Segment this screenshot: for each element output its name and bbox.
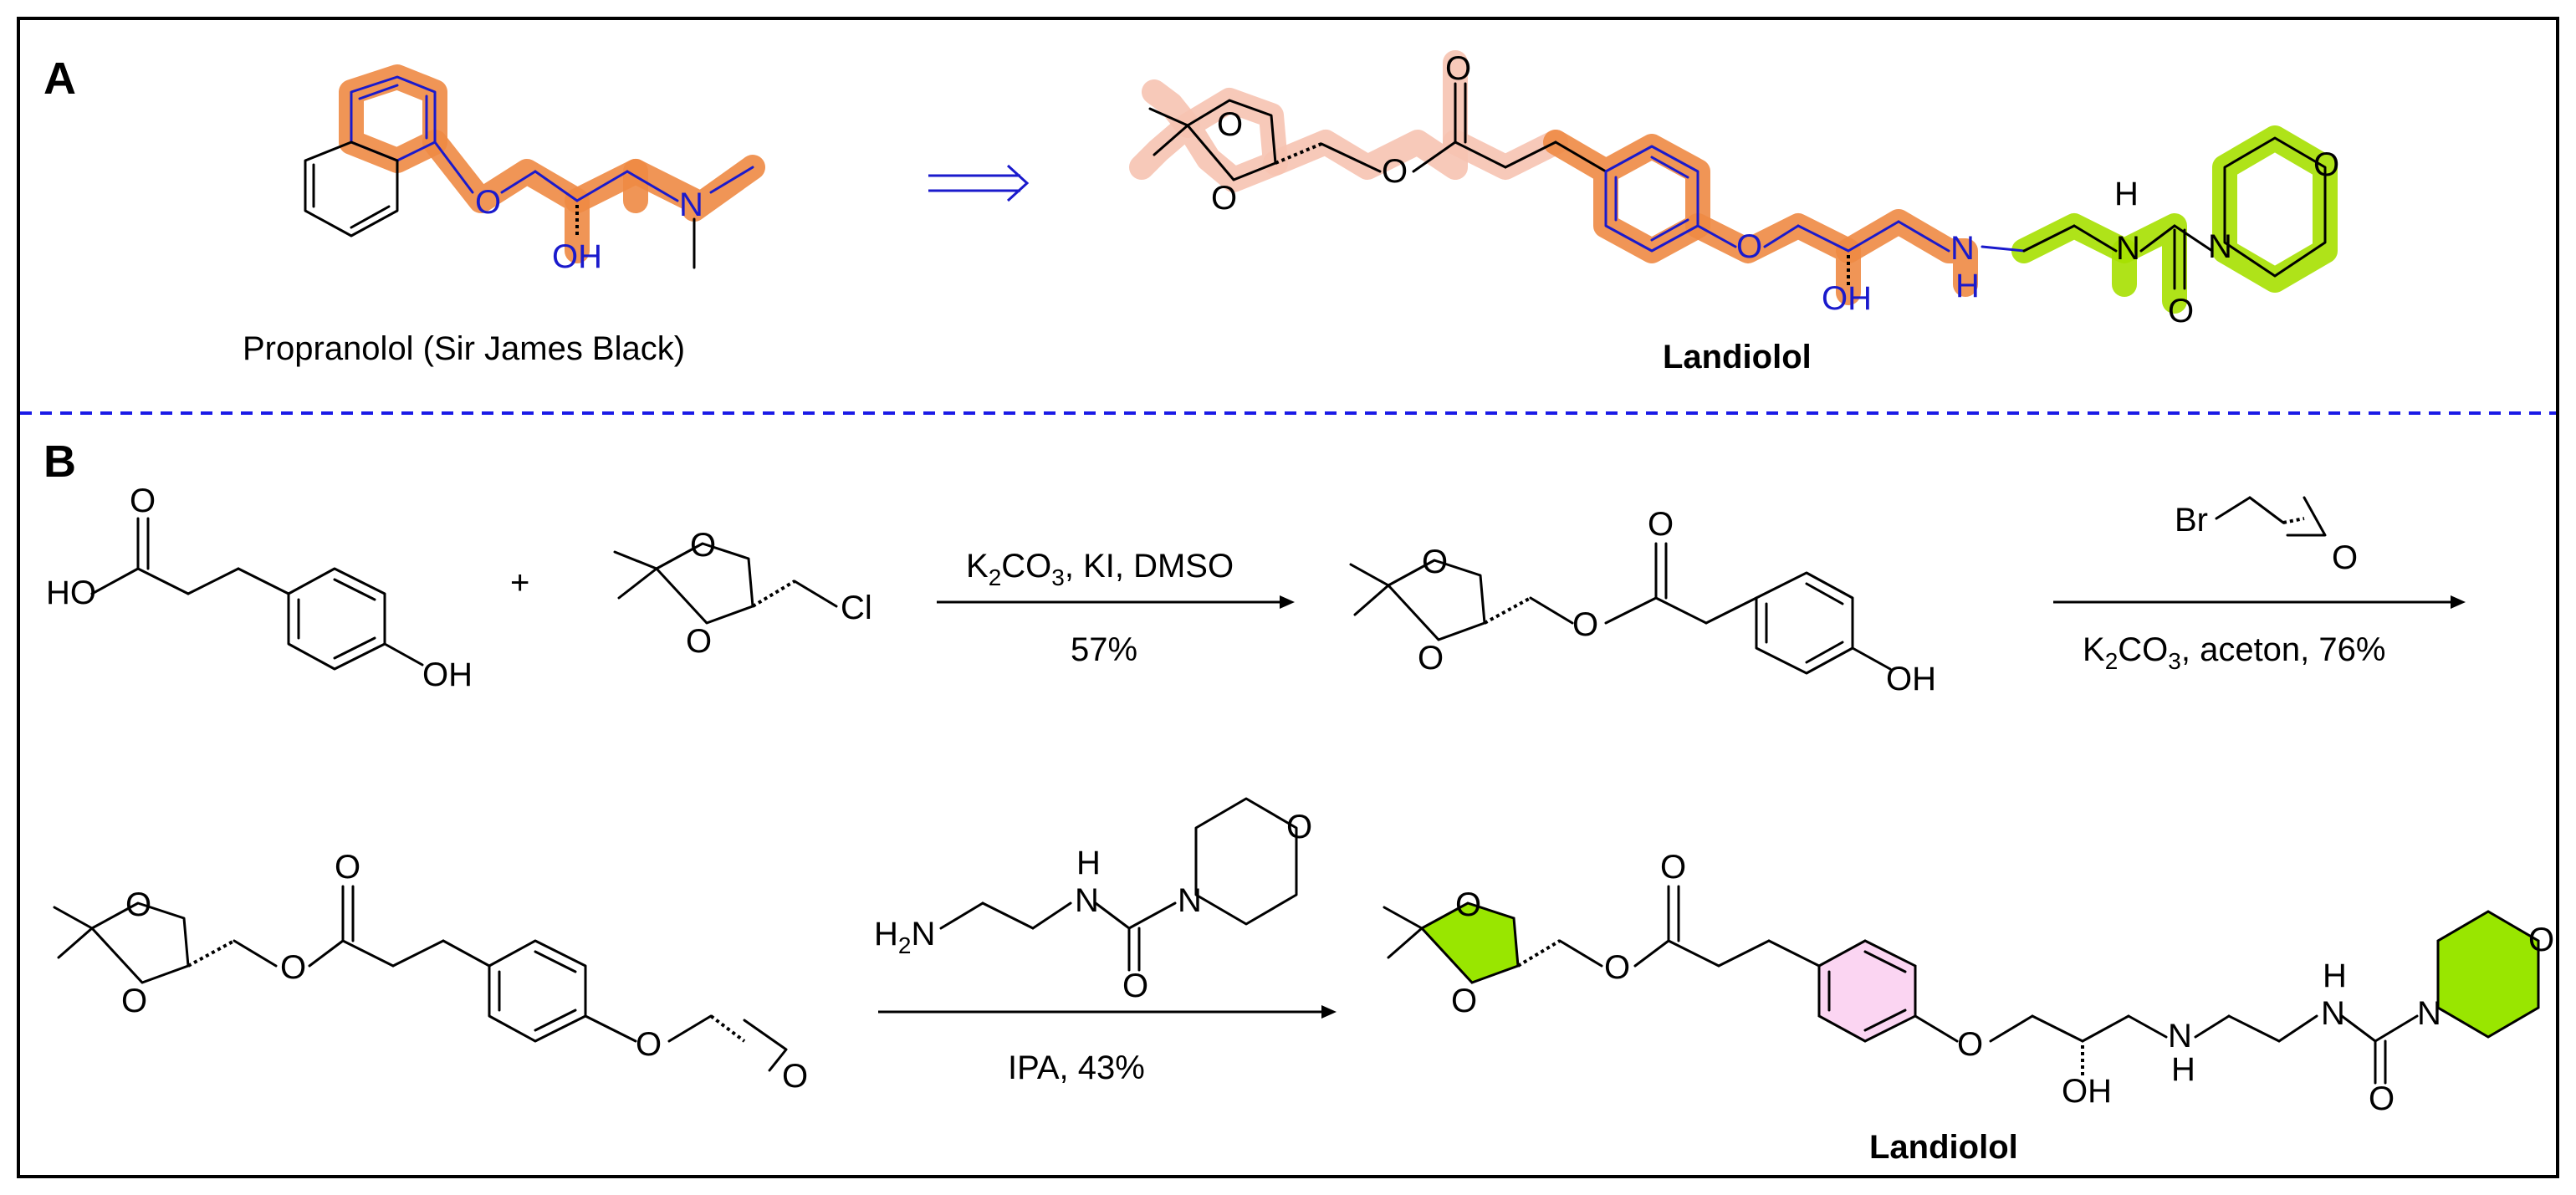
svg-text:OH: OH [422,656,473,693]
ester-intermediate-structure: O O O O OH [1349,506,1936,697]
svg-text:H: H [2114,176,2139,212]
landiolol-caption-b: Landiolol [1869,1129,2018,1166]
svg-text:H: H [2323,958,2347,994]
svg-text:OH: OH [552,238,602,275]
svg-text:O: O [475,184,501,221]
svg-text:O: O [1736,228,1762,265]
svg-text:O: O [1286,809,1312,845]
svg-text:H: H [1076,845,1101,881]
panel-a-label: A [43,54,76,104]
svg-text:N: N [679,186,703,223]
svg-text:H: H [2171,1051,2195,1088]
svg-text:N: N [2417,995,2441,1032]
svg-text:O: O [1572,606,1598,643]
epibromohydrin-structure: Br O [2175,496,2358,576]
svg-text:OH: OH [1822,280,1872,317]
svg-text:N: N [2116,230,2140,267]
step1-yield: 57% [1071,631,1137,668]
landiolol-highlighted-structure: O O O O O OH N H N H O N O [1129,50,2339,329]
svg-text:O: O [1455,886,1481,923]
propranolol-caption: Propranolol (Sir James Black) [243,330,685,367]
svg-text:O: O [1122,968,1148,1004]
svg-text:N: N [2208,228,2232,265]
svg-text:O: O [2332,539,2358,576]
svg-text:Br: Br [2175,502,2208,539]
svg-text:O: O [2168,293,2194,329]
svg-text:O: O [690,527,716,564]
chloromethyl-dioxolane-structure: O O Cl [613,527,872,660]
svg-text:O: O [1604,949,1630,986]
svg-text:O: O [1217,106,1243,143]
svg-text:O: O [1382,153,1408,190]
svg-text:O: O [121,983,147,1019]
svg-text:O: O [636,1026,662,1063]
svg-text:N: N [1075,882,1099,919]
svg-text:O: O [1451,983,1477,1019]
svg-text:Cl: Cl [841,590,872,626]
svg-text:O: O [2313,146,2339,183]
svg-text:H2N: H2N [874,916,935,958]
svg-text:H: H [1955,268,1980,304]
landiolol-final-structure: O O O O O OH N H N H O N O [1383,849,2554,1117]
reaction-arrow-2: Br O K2CO3, aceton, 76% [2053,496,2466,674]
svg-text:OH: OH [1886,661,1936,697]
svg-text:N: N [2321,995,2345,1032]
retro-arrow [928,164,1030,202]
svg-text:O: O [782,1058,808,1095]
phloretic-acid-structure: HO O OH [46,483,473,693]
svg-text:O: O [1422,544,1448,580]
svg-text:N: N [1950,230,1975,267]
figure-frame [17,17,2559,1178]
reaction-arrow-3: H2N N H O N O IPA, 43% [874,797,1337,1086]
landiolol-caption-a: Landiolol [1663,339,1812,375]
svg-text:O: O [130,483,156,519]
reaction-arrow-1: K2CO3, KI, DMSO 57% [937,548,1295,668]
step3-conditions: IPA, 43% [1008,1049,1145,1086]
svg-text:O: O [280,949,306,986]
svg-text:O: O [335,849,360,886]
panel-b-label: B [43,437,76,487]
svg-text:OH: OH [2062,1073,2112,1110]
svg-text:O: O [125,886,151,923]
propranolol-structure: O OH N [304,64,765,275]
svg-text:HO: HO [46,575,96,611]
svg-text:N: N [2168,1018,2192,1055]
svg-text:O: O [1418,640,1444,677]
amine-urea-reagent-structure: H2N N H O N O [874,797,1312,1004]
svg-text:K2CO3, aceton, 76%: K2CO3, aceton, 76% [2083,631,2385,674]
svg-text:O: O [1660,849,1686,886]
svg-text:O: O [2369,1080,2395,1117]
plus-sign: + [510,564,529,601]
svg-text:O: O [2528,922,2554,958]
svg-text:O: O [686,623,712,660]
svg-text:K2CO3, KI, DMSO: K2CO3, KI, DMSO [966,548,1234,590]
svg-text:O: O [1211,180,1237,217]
svg-text:N: N [1178,882,1202,919]
svg-text:O: O [1648,506,1674,543]
svg-text:O: O [1957,1026,1983,1063]
epoxide-intermediate-structure: O O O O O O [53,849,808,1095]
svg-text:O: O [1445,50,1471,87]
